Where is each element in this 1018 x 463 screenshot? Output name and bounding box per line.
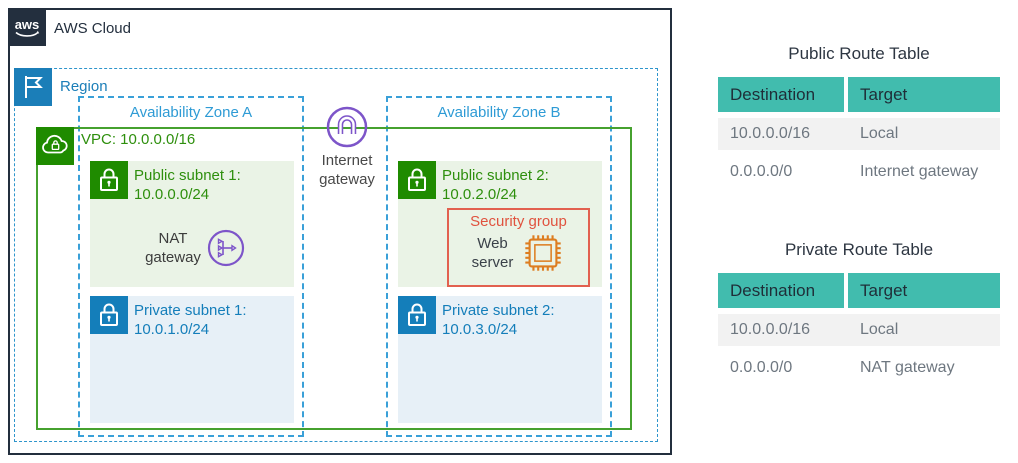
nat-gateway-label: NAT gateway: [145, 229, 201, 267]
private-route-table-header: Destination Target: [718, 273, 1000, 308]
route-target: Local: [860, 321, 899, 338]
route-destination: 0.0.0.0/0: [730, 359, 793, 376]
vpc-cloud-lock-icon: [36, 127, 74, 165]
nat-gateway-label-line2: gateway: [145, 249, 201, 266]
internet-gateway: Internet gateway: [313, 106, 381, 189]
public-subnet-lock-icon: [398, 161, 436, 199]
aws-cloud-container: aws AWS Cloud Region Availability Zone A: [8, 8, 672, 455]
availability-zone-b-label: Availability Zone B: [437, 104, 561, 121]
table-row: 0.0.0.0/0 Internet gateway: [718, 156, 1000, 188]
private-subnet-1-label: Private subnet 1: 10.0.1.0/24: [134, 301, 247, 339]
private-subnet-2-cidr: 10.0.3.0/24: [442, 321, 518, 338]
column-header-target: Target: [848, 77, 1000, 112]
private-subnet-lock-icon: [398, 296, 436, 334]
public-subnet-2-cidr: 10.0.2.0/24: [442, 186, 518, 203]
private-subnet-lock-icon: [90, 296, 128, 334]
internet-gateway-label-line1: Internet: [321, 152, 373, 169]
vpc-container: Public subnet 1: 10.0.0.0/24 NAT gateway: [36, 127, 632, 430]
table-row: 10.0.0.0/16 Local: [718, 314, 1000, 346]
internet-gateway-icon: [326, 106, 368, 148]
region-container: Region Availability Zone A Availability …: [14, 68, 658, 442]
svg-text:aws: aws: [15, 17, 40, 32]
private-subnet-1-name: Private subnet 1:: [134, 302, 247, 319]
availability-zone-a: Availability Zone A: [78, 96, 304, 437]
internet-gateway-label-line2: gateway: [319, 171, 375, 188]
web-server-label-line1: Web: [477, 235, 508, 252]
route-target: Internet gateway: [860, 163, 979, 180]
web-server-label: Web server: [472, 234, 514, 272]
nat-gateway-label-line1: NAT: [158, 230, 188, 247]
availability-zone-b: Availability Zone B: [386, 96, 612, 437]
table-row: 0.0.0.0/0 NAT gateway: [718, 352, 1000, 384]
route-destination: 10.0.0.0/16: [730, 321, 811, 338]
public-subnet-1-name: Public subnet 1:: [134, 167, 241, 184]
column-header-destination: Destination: [718, 273, 844, 308]
public-route-table-header: Destination Target: [718, 77, 1000, 112]
private-subnet-2-label: Private subnet 2: 10.0.3.0/24: [442, 301, 555, 339]
vpc-label: VPC: 10.0.0.0/16: [81, 131, 196, 148]
private-subnet-2: Private subnet 2: 10.0.3.0/24: [398, 296, 602, 423]
availability-zone-a-label: Availability Zone A: [129, 104, 253, 121]
web-server-chip-icon: [525, 235, 562, 271]
region-label: Region: [60, 78, 108, 95]
aws-cloud-label: AWS Cloud: [54, 20, 131, 37]
private-subnet-1-cidr: 10.0.1.0/24: [134, 321, 210, 338]
column-header-destination: Destination: [718, 77, 844, 112]
security-group: Security group Web server: [447, 208, 590, 287]
column-header-target: Target: [848, 273, 1000, 308]
private-subnet-1: Private subnet 1: 10.0.1.0/24: [90, 296, 294, 423]
public-subnet-1-cidr: 10.0.0.0/24: [134, 186, 210, 203]
route-target: NAT gateway: [860, 359, 955, 376]
nat-gateway: NAT gateway: [130, 223, 260, 273]
public-route-table: Public Route Table Destination Target 10…: [718, 44, 1000, 188]
route-destination: 10.0.0.0/16: [730, 125, 811, 142]
table-row: 10.0.0.0/16 Local: [718, 118, 1000, 150]
public-subnet-1-label: Public subnet 1: 10.0.0.0/24: [134, 166, 241, 204]
nat-gateway-icon: [207, 229, 245, 267]
aws-logo-icon: aws: [8, 8, 46, 46]
public-subnet-lock-icon: [90, 161, 128, 199]
route-destination: 0.0.0.0/0: [730, 163, 793, 180]
route-target: Local: [860, 125, 899, 142]
public-subnet-2-label: Public subnet 2: 10.0.2.0/24: [442, 166, 549, 204]
web-server: Web server: [449, 231, 588, 275]
public-route-table-title: Public Route Table: [788, 44, 930, 63]
private-subnet-2-name: Private subnet 2:: [442, 302, 555, 319]
public-subnet-2: Public subnet 2: 10.0.2.0/24 Security gr…: [398, 161, 602, 287]
public-subnet-1: Public subnet 1: 10.0.0.0/24 NAT gateway: [90, 161, 294, 287]
public-subnet-2-name: Public subnet 2:: [442, 167, 549, 184]
security-group-label: Security group: [470, 213, 567, 230]
private-route-table-title: Private Route Table: [784, 240, 934, 259]
region-flag-icon: [14, 68, 52, 106]
web-server-label-line2: server: [471, 254, 514, 271]
internet-gateway-label: Internet gateway: [313, 151, 381, 189]
private-route-table: Private Route Table Destination Target 1…: [718, 240, 1000, 384]
